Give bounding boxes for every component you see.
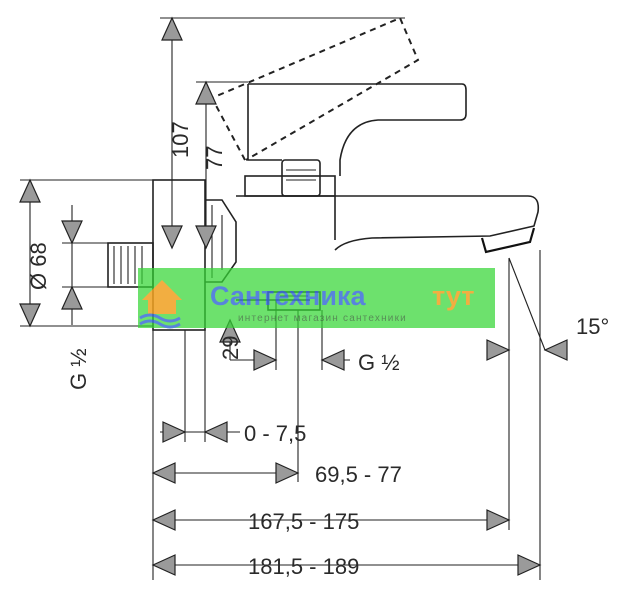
dim-diameter-68: Ø 68 xyxy=(26,242,51,290)
dim-thread-left: G ½ xyxy=(66,348,91,390)
house-waves-logo xyxy=(139,280,182,329)
watermark-band xyxy=(138,268,495,328)
dim-range-0-7-5: 0 - 7,5 xyxy=(244,421,306,446)
dim-29: 29 xyxy=(218,336,243,360)
dim-thread-bottom: G ½ xyxy=(358,350,400,375)
dim-range-69-5-77: 69,5 - 77 xyxy=(315,462,402,487)
dim-77: 77 xyxy=(202,146,227,170)
dim-range-181-5-189: 181,5 - 189 xyxy=(248,554,359,579)
dimension-arrows xyxy=(19,16,568,576)
watermark-subtitle: интернет магазин сантехники xyxy=(238,313,407,324)
dim-range-167-5-175: 167,5 - 175 xyxy=(248,509,359,534)
watermark: Сантехника тут интернет магазин сантехни… xyxy=(138,268,495,329)
dim-angle-15: 15° xyxy=(576,314,609,339)
lever-raised-dashed xyxy=(210,16,420,161)
watermark-title-1: Сантехника xyxy=(210,281,366,311)
dim-107: 107 xyxy=(168,121,193,158)
watermark-title-2: тут xyxy=(432,281,474,311)
